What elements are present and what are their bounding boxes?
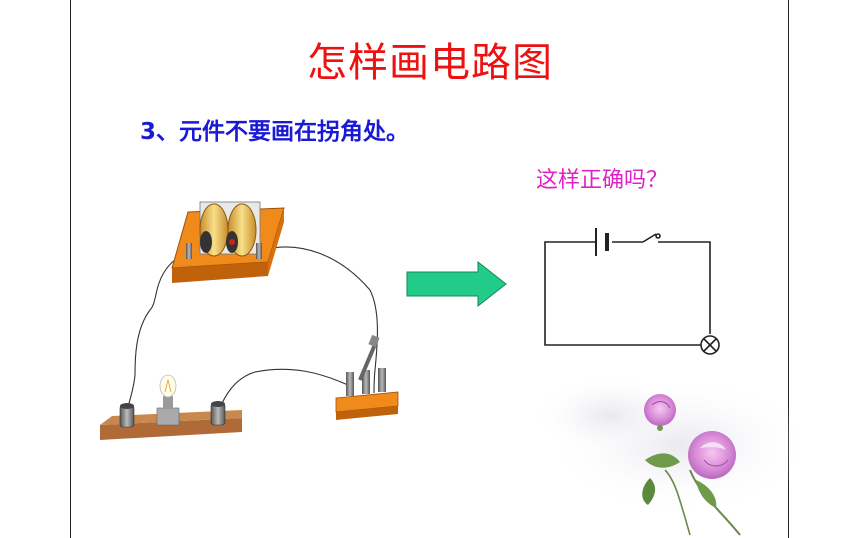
battery-symbol xyxy=(595,228,609,256)
bulb-board-icon xyxy=(100,374,242,440)
lamp-symbol xyxy=(700,335,720,355)
rule-text: 3、元件不要画在拐角处。 xyxy=(140,119,410,145)
physical-wires xyxy=(126,246,378,416)
battery-holder-icon xyxy=(171,201,285,283)
knife-switch-icon xyxy=(335,334,399,420)
switch-symbol xyxy=(642,233,661,243)
slide-title: 怎样画电路图 xyxy=(307,40,553,86)
question-text: 这样正确吗？ xyxy=(536,168,669,193)
circuit-schematic xyxy=(544,241,711,346)
arrow-right-icon xyxy=(406,260,507,308)
rose-decoration xyxy=(530,375,815,536)
frame-line-left xyxy=(70,0,71,538)
frame-line-right xyxy=(788,0,789,538)
